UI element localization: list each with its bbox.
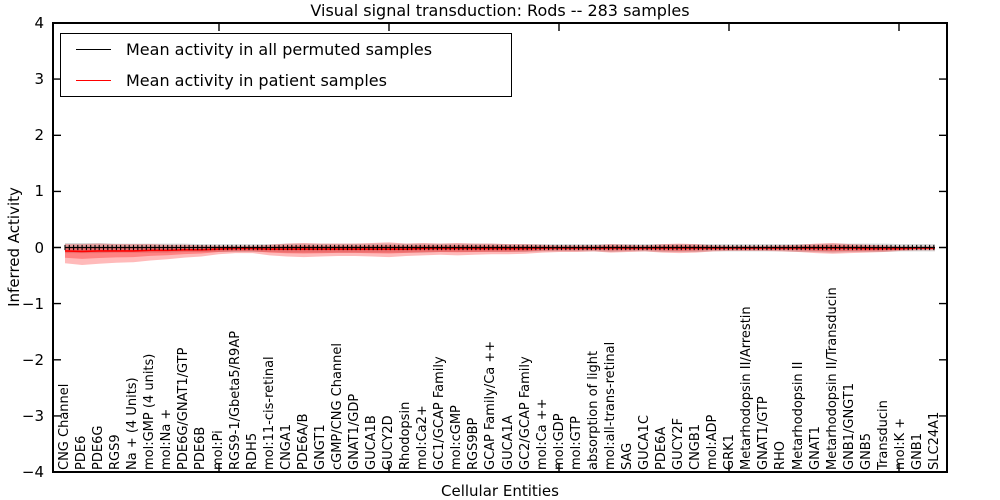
- permuted-line-markers: [64, 244, 935, 251]
- x-category-label: mol:11-cis-retinal: [261, 356, 277, 470]
- x-category-label: GNB1: [909, 433, 925, 470]
- x-category-label: GNGT1: [312, 424, 328, 470]
- legend-item: Mean activity in patient samples: [61, 65, 511, 96]
- legend-label: Mean activity in patient samples: [126, 71, 387, 90]
- x-category-label: PDE6: [74, 435, 90, 470]
- x-category-label: GUCY2F: [671, 417, 687, 470]
- x-category-label: GCAP Family/Ca ++: [483, 340, 499, 470]
- x-category-label: PDE6A/B: [295, 413, 311, 470]
- x-category-label: Transducin: [875, 400, 891, 470]
- x-category-label: mol:Ca2+: [415, 405, 431, 470]
- legend-item: Mean activity in all permuted samples: [61, 34, 511, 65]
- x-category-label: Metarhodopsin II/Transducin: [824, 287, 840, 470]
- axis-ticks: [54, 22, 946, 473]
- x-category-label: mol:GMP (4 units): [142, 353, 158, 470]
- x-category-label: mol:K +: [892, 417, 908, 470]
- x-category-label: Na + (4 Units): [125, 377, 141, 470]
- y-tick-label: 3: [34, 70, 44, 89]
- x-category-label: RGS9: [108, 434, 124, 470]
- x-category-label: GRK1: [722, 434, 738, 470]
- y-tick-label: 1: [34, 182, 44, 201]
- legend: Mean activity in all permuted samples Me…: [60, 33, 512, 97]
- permuted-line-sample-icon: [76, 49, 111, 50]
- x-category-label: CNGB1: [688, 423, 704, 470]
- x-category-label: mol:GDP: [551, 413, 567, 470]
- x-category-label: GUCA1A: [500, 415, 516, 470]
- x-category-label: GC1/GCAP Family: [432, 356, 448, 470]
- x-category-label: PDE6G: [91, 425, 107, 470]
- y-tick-label: 4: [34, 14, 44, 32]
- y-tick-label: −2: [21, 350, 44, 369]
- x-category-label: mol:cGMP: [449, 405, 465, 470]
- x-category-label: mol:Pi: [210, 430, 226, 470]
- x-category-label: Metarhodopsin II: [790, 361, 806, 470]
- y-tick-label: −4: [21, 463, 44, 481]
- x-category-label: GNAT1: [807, 426, 823, 470]
- x-category-label: PDE6B: [193, 426, 209, 470]
- x-category-label: Metarhodopsin II/Arrestin: [739, 306, 755, 470]
- y-tick-label: 0: [34, 238, 44, 257]
- x-category-label: RGS9-1/Gbeta5/R9AP: [227, 330, 243, 470]
- x-category-label: absorption of light: [585, 350, 601, 470]
- x-category-label: RGS9BP: [466, 417, 482, 470]
- x-category-label: mol:all-trans-retinal: [602, 341, 618, 470]
- x-axis-label: Cellular Entities: [441, 482, 559, 500]
- x-category-label: mol:GTP: [568, 416, 584, 470]
- chart-title: Visual signal transduction: Rods -- 283 …: [310, 1, 690, 20]
- x-category-label: SLC24A1: [927, 411, 942, 470]
- x-category-label: GUCA1B: [364, 415, 380, 470]
- x-category-label: RHO: [773, 440, 789, 470]
- y-tick-label: −1: [21, 294, 44, 313]
- x-category-label: GNB1/GNGT1: [841, 383, 857, 470]
- x-category-label: mol:Na +: [159, 408, 175, 470]
- x-category-label: CNG Channel: [57, 383, 72, 470]
- x-category-label: cGMP/CNG Channel: [329, 342, 345, 470]
- x-category-label: mol:ADP: [705, 414, 721, 470]
- x-category-label: GC2/GCAP Family: [517, 356, 533, 470]
- x-category-label: GUCA1C: [637, 415, 652, 470]
- plot-frame: [52, 22, 948, 473]
- x-category-label: PDE6G/GNAT1/GTP: [176, 347, 192, 470]
- patient-line-sample-icon: [76, 80, 111, 81]
- x-category-label: CNGA1: [278, 423, 294, 470]
- y-tick-label: 2: [34, 126, 44, 145]
- x-category-label: mol:Ca ++: [534, 398, 550, 470]
- plot-canvas: [52, 22, 948, 473]
- x-category-label: GNAT1/GTP: [756, 396, 772, 470]
- x-category-label: Rhodopsin: [398, 401, 414, 470]
- x-category-label: RDH5: [244, 432, 260, 470]
- x-category-label: PDE6A: [654, 426, 670, 470]
- x-category-label: GUCY2D: [381, 415, 397, 470]
- x-category-label: GNAT1/GDP: [347, 393, 362, 470]
- x-category-label: SAG: [619, 442, 635, 470]
- y-tick-label: −3: [21, 406, 44, 425]
- legend-label: Mean activity in all permuted samples: [126, 40, 433, 59]
- x-category-label: GNB5: [858, 433, 874, 470]
